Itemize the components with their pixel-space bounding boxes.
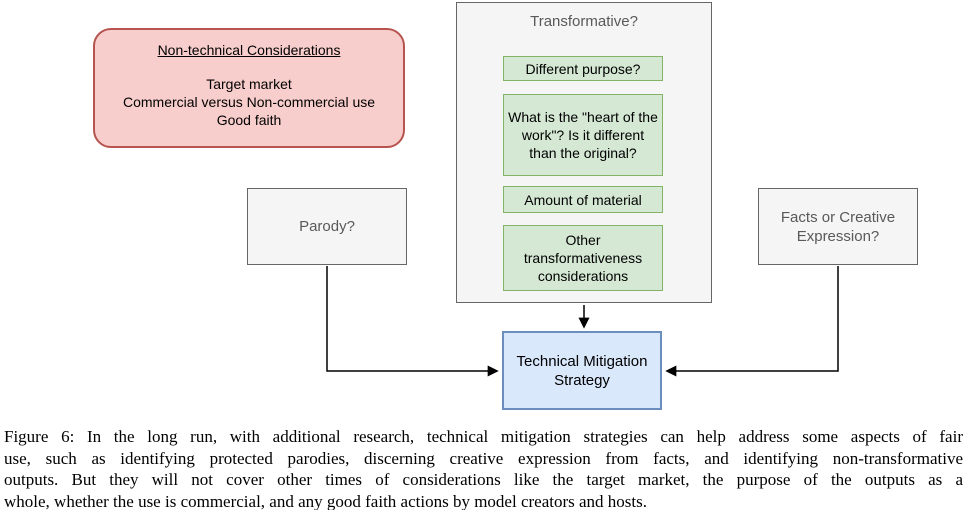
non-technical-item-target-market: Target market	[206, 76, 292, 92]
different-purpose-box: Different purpose?	[503, 56, 663, 81]
parody-box: Parody?	[247, 188, 407, 265]
figure-caption: Figure 6: In the long run, with addition…	[4, 426, 963, 510]
caption-line-1: Figure 6: In the long run, with addition…	[4, 427, 963, 446]
caption-line-3: outputs. But they will not cover other t…	[4, 470, 963, 489]
technical-mitigation-strategy-box: Technical Mitigation Strategy	[502, 331, 662, 410]
non-technical-item-good-faith: Good faith	[216, 112, 282, 128]
non-technical-considerations-list: Target market Commercial versus Non-comm…	[95, 75, 403, 129]
non-technical-considerations-box: Non-technical Considerations Target mark…	[93, 28, 405, 148]
caption-line-2: use, such as identifying protected parod…	[4, 448, 963, 468]
caption-line-4: whole, whether the use is commercial, an…	[4, 491, 647, 510]
non-technical-considerations-title: Non-technical Considerations	[157, 42, 341, 58]
other-transformativeness-box: Other transformativeness considerations	[503, 225, 663, 291]
transformative-group-box: Transformative? Different purpose? What …	[456, 2, 712, 303]
facts-or-creative-expression-box: Facts or Creative Expression?	[758, 188, 918, 265]
amount-of-material-box: Amount of material	[503, 186, 663, 213]
heart-of-the-work-box: What is the "heart of the work"? Is it d…	[503, 94, 663, 176]
non-technical-item-commercial-use: Commercial versus Non-commercial use	[122, 94, 376, 110]
transformative-group-title: Transformative?	[530, 13, 638, 30]
